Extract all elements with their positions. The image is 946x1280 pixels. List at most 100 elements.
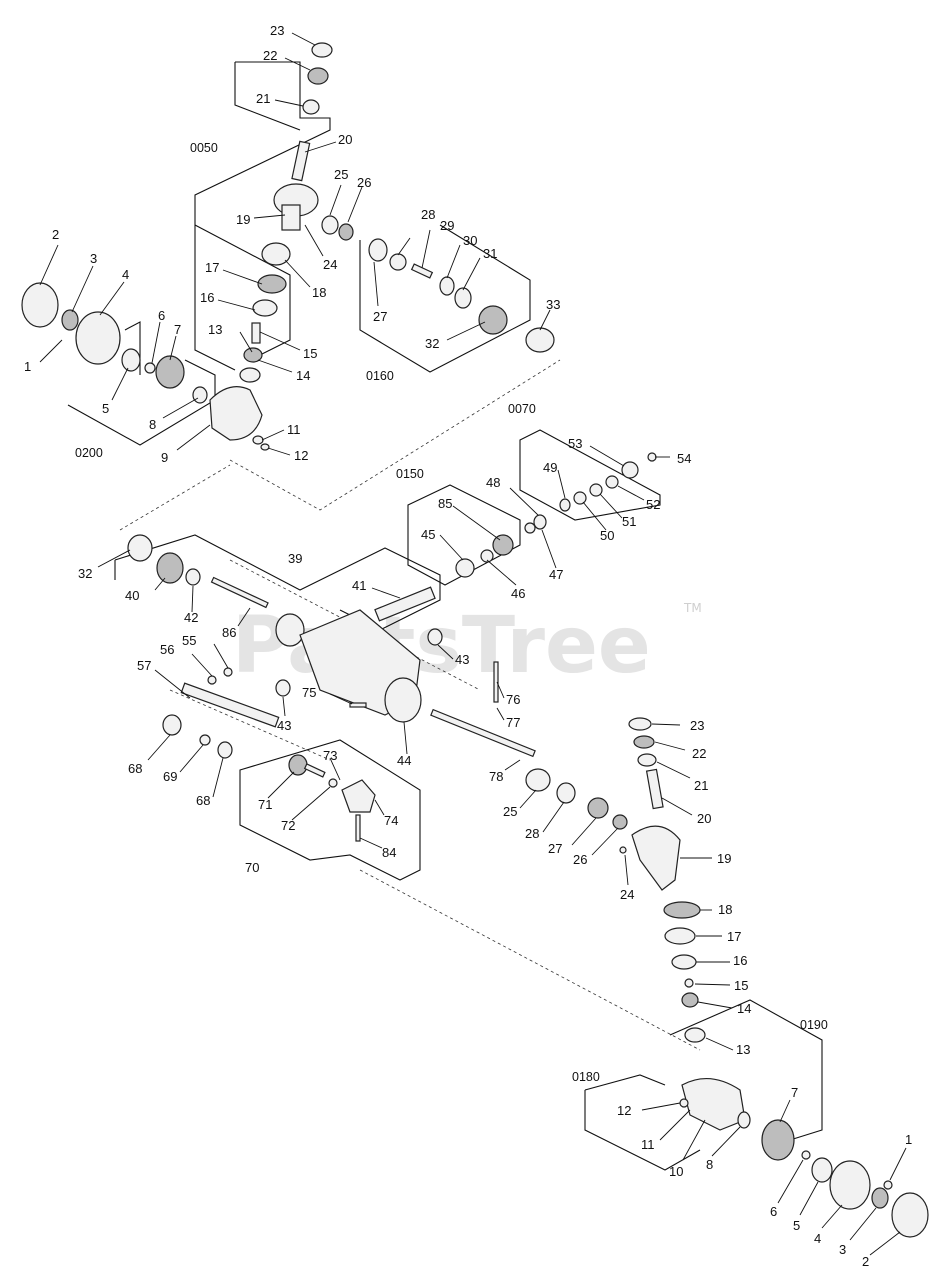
callout-label: 27 <box>548 841 562 856</box>
callout-label: 12 <box>617 1103 631 1118</box>
callout-label: 44 <box>397 753 411 768</box>
part-shapes <box>21 42 929 1238</box>
callout-label: 24 <box>620 887 634 902</box>
callout-label: 3 <box>839 1242 846 1257</box>
callout-label: 29 <box>440 218 454 233</box>
callout-label: 33 <box>546 297 560 312</box>
callout-label: 7 <box>791 1085 798 1100</box>
callout-label: 14 <box>737 1001 751 1016</box>
watermark-text: PartsTree <box>232 601 651 691</box>
callout-label: 9 <box>161 450 168 465</box>
callout-label: 26 <box>357 175 371 190</box>
group-code-0160: 0160 <box>366 369 394 383</box>
callout-label: 4 <box>814 1231 821 1246</box>
callout-label: 42 <box>184 610 198 625</box>
callout-label: 53 <box>568 436 582 451</box>
callout-label: 74 <box>384 813 398 828</box>
callout-label: 20 <box>697 811 711 826</box>
callout-label: 28 <box>525 826 539 841</box>
callout-label: 1 <box>24 359 31 374</box>
callout-label: 21 <box>256 91 270 106</box>
callout-label: 28 <box>421 207 435 222</box>
leader-lines <box>39 32 907 1256</box>
callout-label: 5 <box>793 1218 800 1233</box>
callout-label: 21 <box>694 778 708 793</box>
callout-label: 17 <box>205 260 219 275</box>
callout-label: 25 <box>334 167 348 182</box>
callout-label: 27 <box>373 309 387 324</box>
callout-label: 18 <box>718 902 732 917</box>
callout-label: 86 <box>222 625 236 640</box>
callout-label: 24 <box>323 257 337 272</box>
callout-label: 68 <box>128 761 142 776</box>
callout-label: 11 <box>641 1137 655 1152</box>
callout-label: 69 <box>163 769 177 784</box>
callout-label: 68 <box>196 793 210 808</box>
callout-label: 46 <box>511 586 525 601</box>
callout-label: 15 <box>734 978 748 993</box>
callout-label: 16 <box>733 953 747 968</box>
callout-label: 76 <box>506 692 520 707</box>
callout-label: 25 <box>503 804 517 819</box>
callout-label: 8 <box>149 417 156 432</box>
callout-label: 30 <box>463 233 477 248</box>
callout-label: 78 <box>489 769 503 784</box>
callout-label: 6 <box>158 308 165 323</box>
callout-label: 43 <box>277 718 291 733</box>
callout-label: 16 <box>200 290 214 305</box>
group-code-0190: 0190 <box>800 1018 828 1032</box>
callout-label: 51 <box>622 514 636 529</box>
callout-label: 39 <box>288 551 302 566</box>
callout-label: 40 <box>125 588 139 603</box>
callout-label: 49 <box>543 460 557 475</box>
callout-label: 2 <box>52 227 59 242</box>
callout-label: 18 <box>312 285 326 300</box>
callout-label: 71 <box>258 797 272 812</box>
callout-label: 45 <box>421 527 435 542</box>
callout-label: 72 <box>281 818 295 833</box>
callout-label: 57 <box>137 658 151 673</box>
callout-label: 23 <box>690 718 704 733</box>
callout-label: 52 <box>646 497 660 512</box>
callout-label: 7 <box>174 322 181 337</box>
group-code-0180: 0180 <box>572 1070 600 1084</box>
callout-label: 17 <box>727 929 741 944</box>
callout-label: 1 <box>905 1132 912 1147</box>
callout-label: 3 <box>90 251 97 266</box>
callout-label: 2 <box>862 1254 869 1269</box>
callout-label: 75 <box>302 685 316 700</box>
callout-label: 32 <box>78 566 92 581</box>
callout-label: 84 <box>382 845 396 860</box>
callout-label: 54 <box>677 451 691 466</box>
callout-label: 47 <box>549 567 563 582</box>
callout-label: 77 <box>506 715 520 730</box>
callout-label: 19 <box>717 851 731 866</box>
callout-label: 14 <box>296 368 310 383</box>
callout-label: 50 <box>600 528 614 543</box>
callout-label: 22 <box>263 48 277 63</box>
group-code-0150: 0150 <box>396 467 424 481</box>
callout-label: 85 <box>438 496 452 511</box>
callout-label: 13 <box>208 322 222 337</box>
callout-label: 43 <box>455 652 469 667</box>
callout-label: 10 <box>669 1164 683 1179</box>
callout-label: 4 <box>122 267 129 282</box>
callout-label: 13 <box>736 1042 750 1057</box>
callout-label: 26 <box>573 852 587 867</box>
callout-label: 12 <box>294 448 308 463</box>
callout-label: 8 <box>706 1157 713 1172</box>
callout-label: 48 <box>486 475 500 490</box>
watermark-trademark: TM <box>683 601 702 615</box>
callout-label: 15 <box>303 346 317 361</box>
callout-label: 23 <box>270 23 284 38</box>
callout-label: 11 <box>287 422 301 437</box>
callout-label: 31 <box>483 246 497 261</box>
callout-label: 73 <box>323 748 337 763</box>
callout-label: 5 <box>102 401 109 416</box>
group-code-labels: 0050 0160 0200 0070 0150 0190 0180 <box>75 141 828 1084</box>
callout-numbers: 23 22 21 20 25 26 19 24 18 17 16 15 13 1… <box>24 23 912 1269</box>
group-code-0050: 0050 <box>190 141 218 155</box>
group-code-0070: 0070 <box>508 402 536 416</box>
group-code-0200: 0200 <box>75 446 103 460</box>
